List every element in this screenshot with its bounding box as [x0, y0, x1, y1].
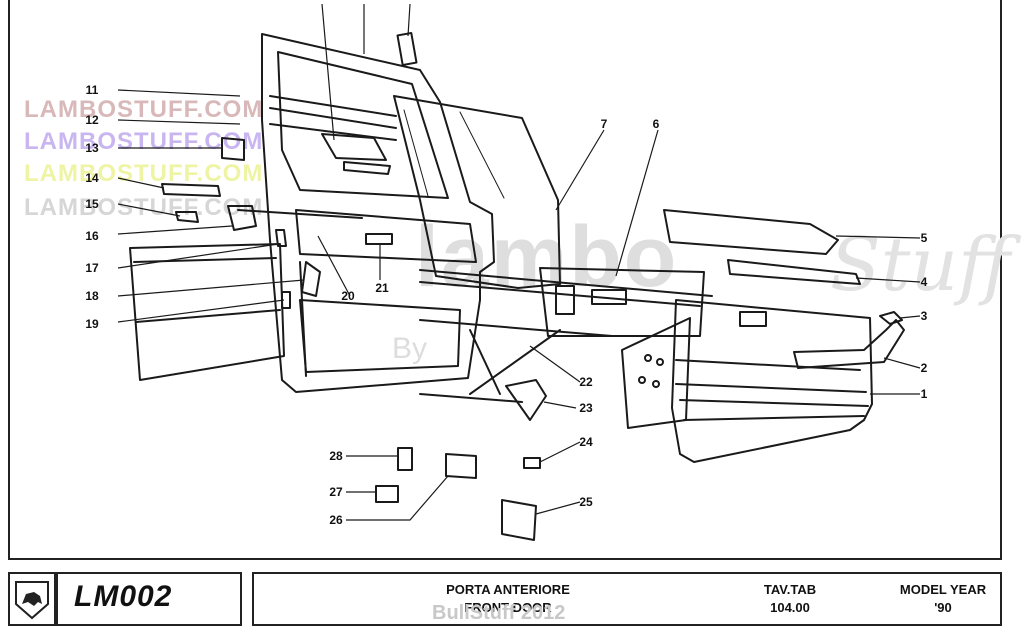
callout-label: 12 — [85, 113, 99, 127]
watermark-text: LAMBOSTUFF.COM — [24, 96, 264, 123]
table-value: 104.00 — [770, 600, 810, 615]
callout-label: 18 — [85, 289, 99, 303]
callout-label: 26 — [329, 513, 343, 527]
bull-logo-icon — [15, 581, 49, 620]
callout-label: 17 — [85, 261, 99, 275]
callout-label: 21 — [375, 281, 389, 295]
callout-label: 7 — [600, 117, 608, 131]
model-year-label: MODEL YEAR — [899, 582, 987, 597]
diagram-frame — [8, 0, 1002, 560]
callout-label: 27 — [329, 485, 343, 499]
description-box — [252, 572, 1002, 626]
model-year-value: '90 — [934, 600, 952, 615]
title-english: FRONT DOOR — [464, 600, 552, 615]
callout-label: 6 — [652, 117, 660, 131]
callout-label: 1 — [920, 387, 928, 401]
table-label: TAV.TAB — [763, 582, 817, 597]
armrest — [793, 311, 905, 369]
outer-trim-panel — [129, 243, 285, 381]
callout-label: 24 — [579, 435, 593, 449]
callout-label: 23 — [579, 401, 593, 415]
callout-label: 3 — [920, 309, 928, 323]
inner-panel — [539, 267, 705, 337]
callout-label: 25 — [579, 495, 593, 509]
callout-label: 4 — [920, 275, 928, 289]
callout-label: 15 — [85, 197, 99, 211]
drawing-code-box — [56, 572, 242, 626]
inner-backplate — [621, 317, 691, 429]
watermark-text: LAMBOSTUFF.COM — [24, 194, 264, 221]
callout-label: 16 — [85, 229, 99, 243]
leader-lines — [117, 3, 921, 521]
callout-label: 19 — [85, 317, 99, 331]
window-regulator — [419, 269, 713, 421]
footer-watermark: BullStuff 2012 — [432, 602, 566, 624]
title-block: LM002 PORTA ANTERIORE FRONT DOOR TAV.TAB… — [8, 570, 1002, 626]
watermark-text: LAMBOSTUFF.COM — [24, 160, 264, 187]
title-italian: PORTA ANTERIORE — [446, 582, 570, 597]
callout-label: 20 — [341, 289, 355, 303]
callout-label: 22 — [579, 375, 593, 389]
drawing-code: LM002 — [74, 580, 173, 613]
logo-box — [8, 572, 56, 626]
callout-label: 13 — [85, 141, 99, 155]
window-glass — [393, 95, 561, 289]
watermark-by-text: By — [392, 332, 428, 365]
callout-label: 28 — [329, 449, 343, 463]
upper-trim-strips — [663, 209, 861, 285]
door-trim-panel — [671, 299, 873, 463]
callout-label: 14 — [85, 171, 99, 185]
callout-label: 2 — [920, 361, 928, 375]
small-hardware — [161, 32, 541, 541]
callout-label: 5 — [920, 231, 928, 245]
callout-label: 11 — [85, 83, 99, 97]
exploded-parts-diagram — [117, 3, 921, 541]
